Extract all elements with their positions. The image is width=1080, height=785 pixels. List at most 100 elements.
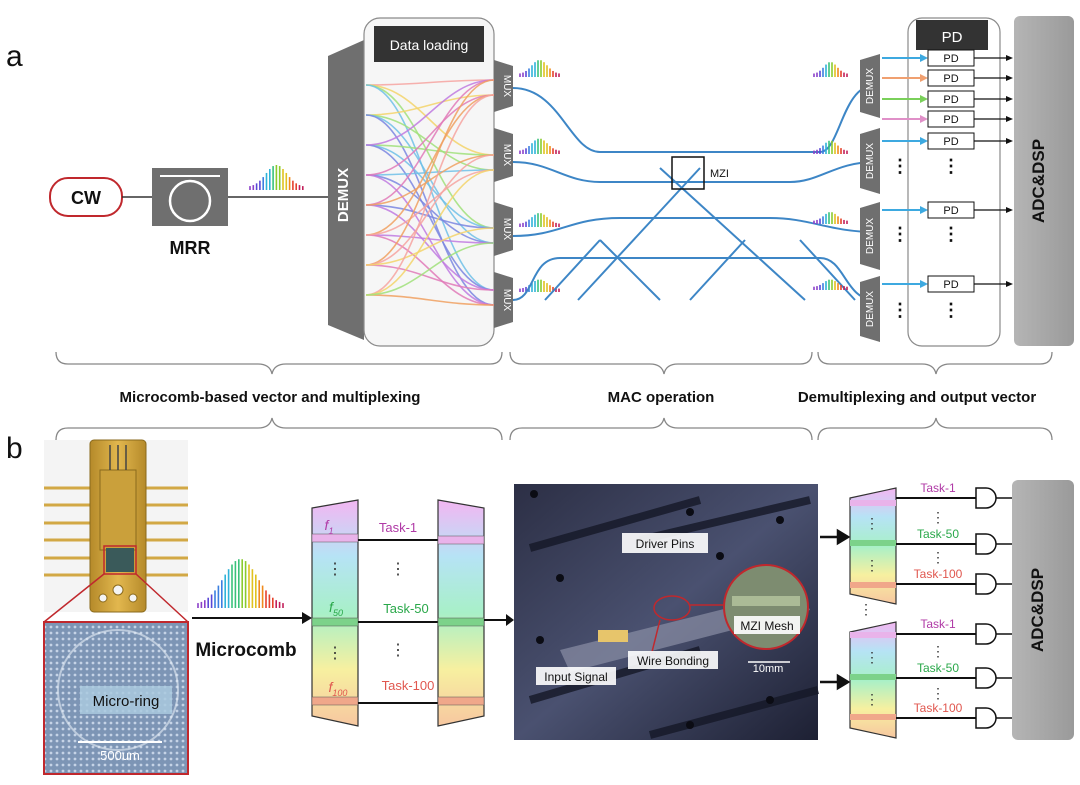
mzi-chip-photo xyxy=(514,484,820,740)
pd-header: PD xyxy=(942,29,963,46)
fan-line xyxy=(365,234,495,306)
fan-line xyxy=(365,79,495,266)
section-braces-a xyxy=(55,351,1053,375)
fan-line xyxy=(365,94,495,176)
section-label-mac: MAC operation xyxy=(608,389,715,406)
task-label-right: Task-50 xyxy=(917,661,959,675)
pd-input-arrowhead xyxy=(920,137,928,145)
pd-label: PD xyxy=(943,136,958,148)
pd-label: PD xyxy=(943,205,958,217)
demux-out-block xyxy=(860,202,880,270)
svg-text:⋮: ⋮ xyxy=(865,515,879,531)
task-label-right: Task-1 xyxy=(920,481,956,495)
pd-dots: ⋮ xyxy=(942,156,960,176)
output-demux-top: ⋮ ⋮ xyxy=(849,487,897,605)
input-signal-label: Input Signal xyxy=(544,670,607,684)
pd-output-arrowhead xyxy=(1006,96,1013,102)
demux-out-label: DEMUX xyxy=(865,143,876,179)
photo-scale-label: 10mm xyxy=(753,663,784,675)
cw-label: CW xyxy=(71,188,101,208)
dots-left-2: ⋮ xyxy=(390,642,406,659)
mrr-block xyxy=(152,168,228,226)
micro-ring-image: Micro-ring 500um xyxy=(43,621,189,775)
fan-line xyxy=(365,242,495,296)
pd-output-arrowhead xyxy=(1006,75,1013,81)
driver-pins-label: Driver Pins xyxy=(636,537,695,551)
mux-label: MUX xyxy=(501,144,512,167)
fan-line xyxy=(365,154,495,206)
data-loading-label: Data loading xyxy=(390,37,469,53)
dots-between-demux: ⋮ xyxy=(859,601,873,617)
pd-label: PD xyxy=(943,53,958,65)
pd-dots: ⋮ xyxy=(891,224,909,244)
demux-main-label: DEMUX xyxy=(335,168,352,222)
panel-b-letter: b xyxy=(6,432,23,465)
demux-main: DEMUX xyxy=(328,40,364,340)
pd-output-arrowhead xyxy=(1006,207,1013,213)
photodetector-symbol xyxy=(975,533,997,555)
input-signal-tag xyxy=(536,667,616,685)
fan-line xyxy=(365,264,495,291)
fan-line xyxy=(365,144,495,156)
svg-text:f1: f1 xyxy=(325,517,334,536)
demux-out-label: DEMUX xyxy=(865,291,876,327)
pd-dots: ⋮ xyxy=(942,300,960,320)
fan-line xyxy=(365,94,495,296)
pd-input-arrowhead xyxy=(920,115,928,123)
microcomb-spectrum-a xyxy=(249,165,304,190)
wire-bonding-tag xyxy=(628,651,718,669)
fan-line xyxy=(365,234,495,244)
task-mux-right xyxy=(437,499,485,727)
mux-label: MUX xyxy=(501,289,512,312)
fan-line xyxy=(365,79,495,86)
mzi-box xyxy=(671,156,705,190)
pd-input-arrowhead xyxy=(920,206,928,214)
demux-out-label: DEMUX xyxy=(865,218,876,254)
mux-label: MUX xyxy=(501,75,512,98)
micro-ring-label: Micro-ring xyxy=(93,693,160,710)
photo-output-arrows xyxy=(820,528,851,691)
micro-ring-scale: 500um xyxy=(100,748,140,763)
fan-line xyxy=(365,114,495,244)
panel-a-letter: a xyxy=(6,40,23,73)
task-100-label-left: Task-100 xyxy=(382,678,435,693)
mrr-label: MRR xyxy=(170,238,211,258)
adc-dsp-a: ADC&DSP xyxy=(1014,16,1074,346)
adc-dsp-a-label: ADC&DSP xyxy=(1029,139,1048,223)
adc-dsp-b: ADC&DSP xyxy=(1012,480,1074,740)
task-dots-right: ⋮ xyxy=(931,643,945,659)
pd-dots: ⋮ xyxy=(891,156,909,176)
fan-line xyxy=(365,79,495,146)
svg-text:⋮: ⋮ xyxy=(327,645,343,662)
fan-line xyxy=(365,79,495,206)
frequency-labels: f1 ⋮ f50 ⋮ f100 xyxy=(325,517,348,698)
fan-line xyxy=(365,144,495,291)
pd-output-arrowhead xyxy=(1006,55,1013,61)
mux-block xyxy=(494,272,513,328)
output-demux-bottom: ⋮ ⋮ xyxy=(849,621,897,739)
mux-label: MUX xyxy=(501,218,512,241)
section-label-multiplexing: Microcomb-based vector and multiplexing xyxy=(120,389,421,406)
pd-dots: ⋮ xyxy=(891,300,909,320)
cw-laser: CW xyxy=(49,177,123,217)
pd-input-arrowhead xyxy=(920,74,928,82)
task-label-right: Task-100 xyxy=(914,567,963,581)
fan-line xyxy=(365,84,495,229)
pd-label: PD xyxy=(943,73,958,85)
task-label-right: Task-50 xyxy=(917,527,959,541)
pd-input-arrowhead xyxy=(920,54,928,62)
mzi-mesh-tag xyxy=(734,616,800,634)
fan-line xyxy=(365,94,495,116)
output-detectors-b: Task-1Task-50Task-100Task-1Task-50Task-1… xyxy=(896,481,1012,729)
section-braces-b xyxy=(55,417,1053,441)
pd-label: PD xyxy=(943,114,958,126)
task-links xyxy=(358,539,438,704)
fan-line xyxy=(365,204,495,291)
mzi-mesh-label: MZI Mesh xyxy=(740,619,793,633)
pd-input-arrowhead xyxy=(920,95,928,103)
pd-output-arrowhead xyxy=(1006,138,1013,144)
fan-line xyxy=(365,174,495,306)
photodetector-symbol xyxy=(975,667,997,689)
svg-text:⋮: ⋮ xyxy=(865,649,879,665)
